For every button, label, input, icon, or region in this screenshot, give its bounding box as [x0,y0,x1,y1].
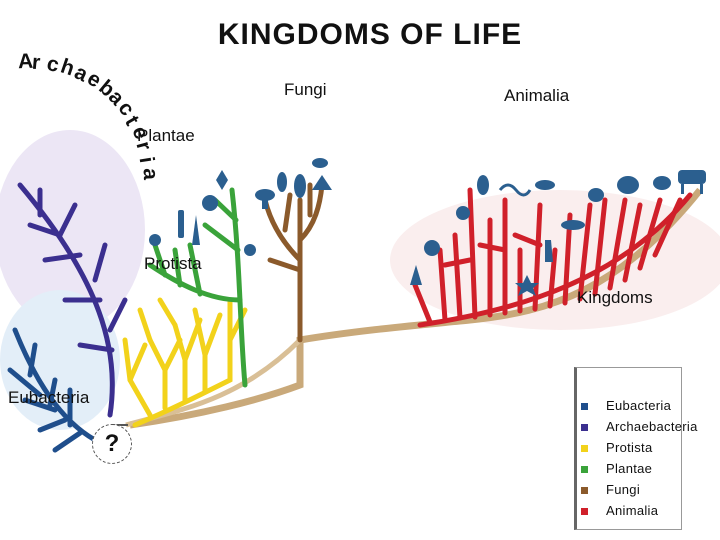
fungus-icon [312,175,332,190]
turtle-icon [617,176,639,194]
legend-item: Eubacteria [577,398,681,416]
worm-icon [498,183,532,197]
bird-icon [653,176,671,190]
legend-item: Protista [577,440,681,458]
eubacteria-label: Eubacteria [8,388,90,407]
legend-item: Fungi [577,482,681,500]
legend-swatch-animalia [581,508,588,515]
fern-icon [192,215,200,245]
protista-branches [122,297,248,428]
plant-icon [202,195,218,211]
legend-swatch-protista [581,445,588,452]
legend-label: Archaebacteria [606,419,698,434]
legend: Eubacteria Archaebacteria Protista Plant… [574,367,697,530]
jellyfish-icon [424,240,440,256]
legend-item: Plantae [577,461,681,479]
starfish-icon [515,275,539,296]
archaebacteria-glow [0,130,145,330]
protist-icon [149,234,161,246]
legend-swatch-fungi [581,487,588,494]
legend-item: Animalia [577,503,681,521]
legend-label: Fungi [606,482,641,497]
animal-icon [410,265,422,285]
animalia-branches [412,187,693,328]
eubacteria-glow [0,290,120,430]
animalia-label: Animalia [504,86,570,105]
legend-swatch-archaebacteria [581,424,588,431]
mammal-leg-icon [681,184,684,194]
mushroom-icon [312,158,328,168]
plantae-branches [147,187,248,388]
insect-icon [535,180,555,190]
mushroom-icon [294,174,306,198]
mammal-leg-icon [700,184,703,194]
legend-item: Archaebacteria [577,419,697,437]
fish-icon [561,220,585,230]
legend-label: Eubacteria [606,398,672,413]
seahorse-icon [545,240,553,262]
archaebacteria-branches [17,182,128,418]
plant-icon [244,244,256,256]
unknown-origin-circle: ? [92,424,132,464]
mushroom-icon [277,172,287,192]
kingdoms-label: Kingdoms [577,288,653,307]
plant-icon [216,170,228,190]
archaebacteria-letter: a [138,167,162,181]
fish-icon [588,188,604,202]
legend-swatch-eubacteria [581,403,588,410]
legend-label: Protista [606,440,653,455]
eubacteria-branches [7,327,98,453]
snail-icon [456,206,470,220]
legend-label: Plantae [606,461,653,476]
organism-icons [149,158,706,296]
mammal-icon [678,170,706,184]
page-title: KINGDOMS OF LIFE [217,18,523,51]
animal-icon [477,175,489,195]
protista-label: Protista [144,254,202,273]
legend-swatch-plantae [581,466,588,473]
protist-icon [178,210,184,238]
plantae-label: Plantae [137,126,195,145]
legend-label: Animalia [606,503,659,518]
fungi-branches [262,182,325,343]
mushroom-icon [262,195,268,209]
fungi-label: Fungi [284,80,327,99]
